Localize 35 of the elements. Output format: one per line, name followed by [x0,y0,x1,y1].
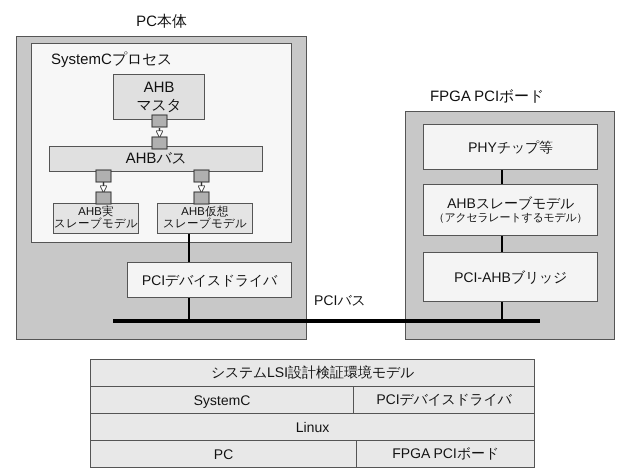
table-cell: PC [90,440,357,468]
module-label: PCI-AHBブリッジ [454,268,567,286]
arrow [198,182,206,194]
table-cell: Linux [90,413,535,441]
table-cell: システムLSI設計検証環境モデル [90,359,535,387]
module-box [127,262,292,298]
connector-line [501,170,503,184]
connector-line [188,234,190,262]
module-label: PHYチップ等 [468,138,553,156]
group-heading: PC本体 [135,12,188,31]
group-heading: FPGA PCIボード [430,87,544,106]
arrow [156,128,164,138]
table-cell: SystemC [90,386,354,414]
module-box [423,124,598,170]
module-label: PCIデバイスドライバ [142,272,278,288]
module-label: AHBスレーブモデル [447,195,574,212]
arrow [100,182,108,194]
module-box [157,203,253,234]
module-box [49,146,263,172]
module-label: AHB仮想スレーブモデル [163,206,247,231]
module-box [423,184,598,236]
process-panel [31,43,292,243]
bus-label: PCIバス [314,292,366,310]
module-box [423,252,598,302]
module-box [113,74,205,120]
connector-line [501,302,503,319]
module-label: AHB実スレーブモデル [54,206,138,231]
process-heading: SystemCプロセス [51,50,172,69]
module-label: AHBマスタ [136,79,182,115]
connector-line [188,298,190,319]
module-label: AHBバス [126,150,186,168]
table-cell: FPGA PCIボード [356,440,535,468]
module-note: （アクセラレートするモデル） [434,212,588,225]
table-cell: PCIデバイスドライバ [353,386,535,414]
connector-line [501,236,503,252]
